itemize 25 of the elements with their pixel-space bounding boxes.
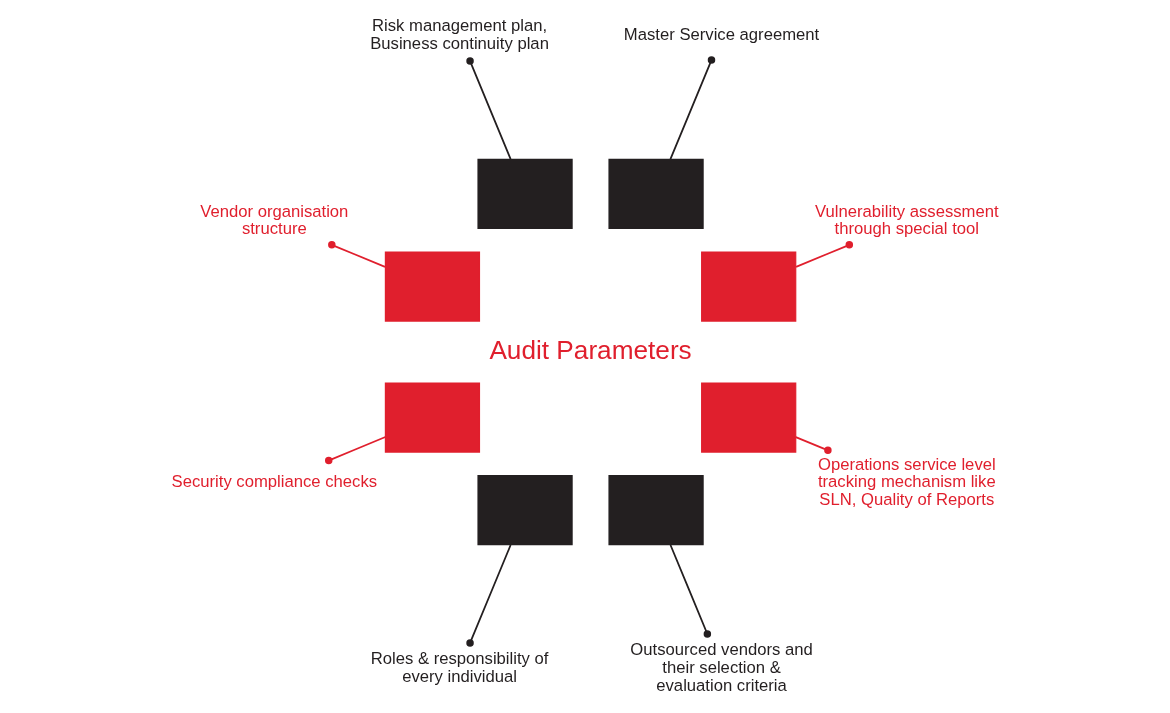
- node-box: [607, 475, 704, 546]
- connector: [465, 544, 512, 647]
- node-text: Vulnerability assessment through special tool: [814, 201, 999, 239]
- node-box: [384, 382, 480, 453]
- node-box: [700, 382, 796, 453]
- node-text: Audit Parameters: [488, 334, 692, 365]
- node-box: [607, 158, 704, 230]
- connector: [327, 241, 386, 268]
- node-box: [700, 251, 796, 322]
- connector: [324, 436, 386, 465]
- node-text: Master Service agreement: [623, 25, 819, 45]
- node-text: Roles & responsibility of every individual: [370, 648, 548, 686]
- node-text: Security compliance checks: [171, 472, 377, 492]
- node-text: Operations service level tracking mechanism like SLN, Quality of Reports: [817, 454, 996, 510]
- node-text: Outsourced vendors and their selection & evaluation criteria: [629, 639, 813, 695]
- connector: [669, 56, 715, 161]
- connector: [669, 544, 711, 638]
- connector: [794, 241, 853, 268]
- node-text: Risk management plan, Business continuity plan: [369, 16, 549, 54]
- connector: [794, 436, 832, 455]
- node-text: Vendor organisation structure: [199, 201, 348, 239]
- node-box: [476, 158, 573, 230]
- connector: [465, 57, 512, 160]
- node-box: [384, 251, 480, 322]
- node-box: [476, 475, 573, 546]
